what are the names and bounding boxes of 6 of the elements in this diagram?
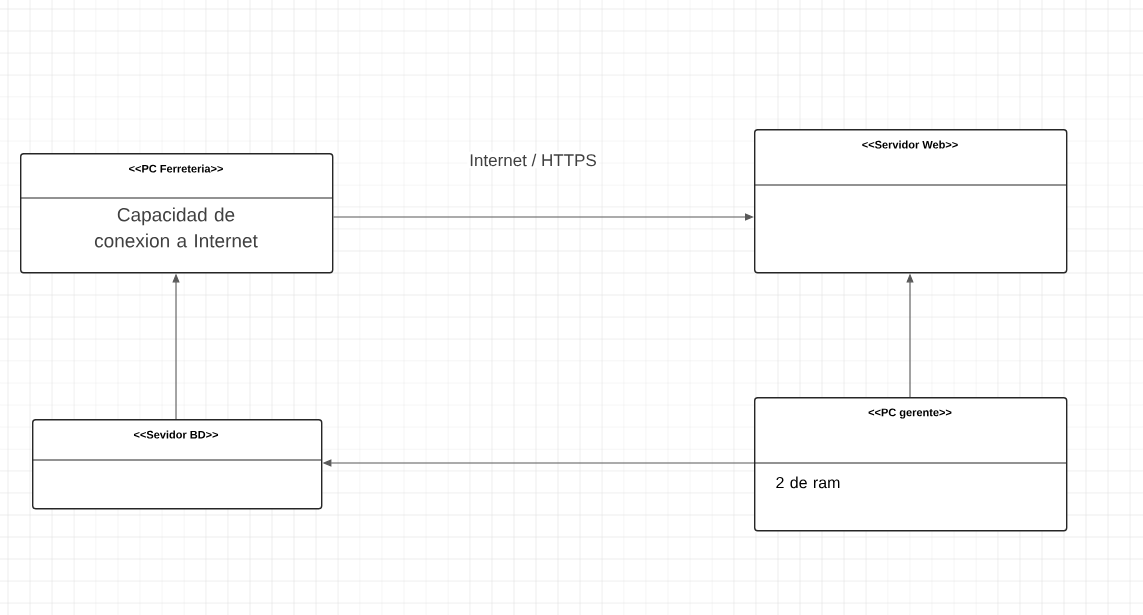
uml-box: <<Servidor Web>> — [753, 129, 1068, 274]
uml-box: <<PC gerente>> 2 de ram — [753, 397, 1068, 532]
uml-box: <<PC Ferreteria>> Capacidad de conexion a Internet — [19, 153, 334, 274]
uml-box: <<Sevidor BD>> — [31, 419, 323, 510]
edge-label: Internet / HTTPS — [470, 153, 596, 167]
arrow — [332, 213, 754, 221]
